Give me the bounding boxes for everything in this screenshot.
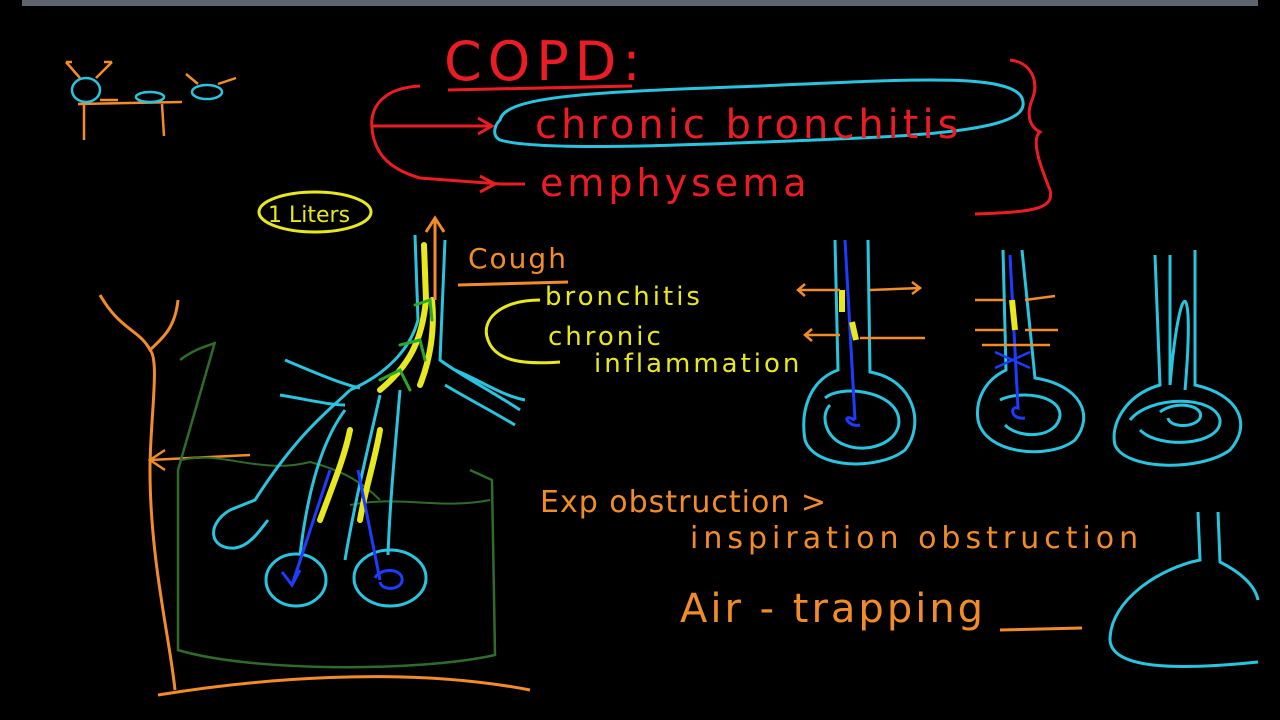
trachea-left xyxy=(349,234,420,392)
blue-spiral xyxy=(373,569,404,590)
alveolus-sketch xyxy=(1108,511,1260,669)
obstruction-notes: Exp obstruction > inspiration obstructio… xyxy=(540,485,1143,632)
bronchitis-label: bronchitis xyxy=(545,282,703,312)
bronchus-left-2 xyxy=(298,409,347,556)
volume-circle xyxy=(257,190,373,234)
red-arrow-bottom xyxy=(479,174,499,194)
bronchus-left xyxy=(229,388,352,512)
trachea-mucus xyxy=(377,242,430,393)
lung-box xyxy=(176,341,497,669)
copd-title: COPD: xyxy=(444,30,647,93)
section-3 xyxy=(1112,250,1243,467)
chronic-label: chronic xyxy=(548,322,664,352)
airflow-arrows xyxy=(280,215,446,590)
alveolus-bottom-left xyxy=(264,552,328,608)
airway xyxy=(212,234,526,608)
alveolus-left xyxy=(212,508,270,550)
red-brace-right xyxy=(974,58,1053,216)
section-1 xyxy=(796,239,925,466)
table-top xyxy=(77,100,183,140)
air-trapping-label: Air - trapping xyxy=(680,586,986,632)
blue-arrow-left xyxy=(280,469,332,588)
copd-title-group: COPD: chronic bronchitis emphysema xyxy=(370,30,1053,216)
floating-disc xyxy=(190,83,224,101)
bronchus-mid xyxy=(343,394,382,561)
cyan-oval-highlight xyxy=(493,78,1025,148)
volume-label: 1 Liters xyxy=(268,203,350,228)
section-2 xyxy=(975,249,1086,454)
insp-obstruction-label: inspiration obstruction xyxy=(690,521,1143,556)
branch-right xyxy=(454,368,526,402)
torso-bottom xyxy=(157,675,531,697)
inflammation-label: inflammation xyxy=(594,349,802,379)
top-bar xyxy=(22,0,1258,6)
branch-top-left xyxy=(284,358,361,390)
alveolus-bottom-right xyxy=(352,548,428,608)
red-bracket-left xyxy=(370,84,501,186)
airway-mucus xyxy=(317,242,436,523)
ball-arrows xyxy=(65,60,118,102)
disc-arrows xyxy=(185,73,237,86)
cough-notes: Cough bronchitis chronic inflammation xyxy=(457,242,802,379)
orange-cough-arrow xyxy=(424,215,446,300)
chronic-bronchitis-label: chronic bronchitis xyxy=(535,102,962,148)
branch-left xyxy=(279,393,346,407)
green-squares xyxy=(378,297,434,392)
title-underline xyxy=(447,84,633,92)
table-sketch xyxy=(65,60,237,140)
ball-on-table xyxy=(70,76,102,104)
branch-right-2 xyxy=(444,383,516,427)
yellow-loop xyxy=(484,298,561,365)
flat-disc xyxy=(134,90,166,104)
blue-arrow-right xyxy=(356,469,382,581)
cough-underline xyxy=(457,280,569,287)
air-trapping-underline xyxy=(999,626,1083,632)
torso-left xyxy=(98,294,177,691)
trachea-mucus-right xyxy=(417,297,436,388)
emphysema-label: emphysema xyxy=(540,161,811,205)
airway-sections xyxy=(796,239,1243,467)
trachea-right xyxy=(438,239,521,412)
exp-obstruction-label: Exp obstruction > xyxy=(540,485,827,520)
bronchi-mucus xyxy=(317,427,383,523)
volume-group: 1 Liters xyxy=(257,190,373,234)
torso-shoulder xyxy=(148,299,180,352)
cough-label: Cough xyxy=(468,242,568,275)
chest-arrow xyxy=(147,448,251,472)
bronchus-right xyxy=(386,389,402,556)
chest-outline xyxy=(98,294,531,697)
red-arrow-top xyxy=(372,116,496,136)
